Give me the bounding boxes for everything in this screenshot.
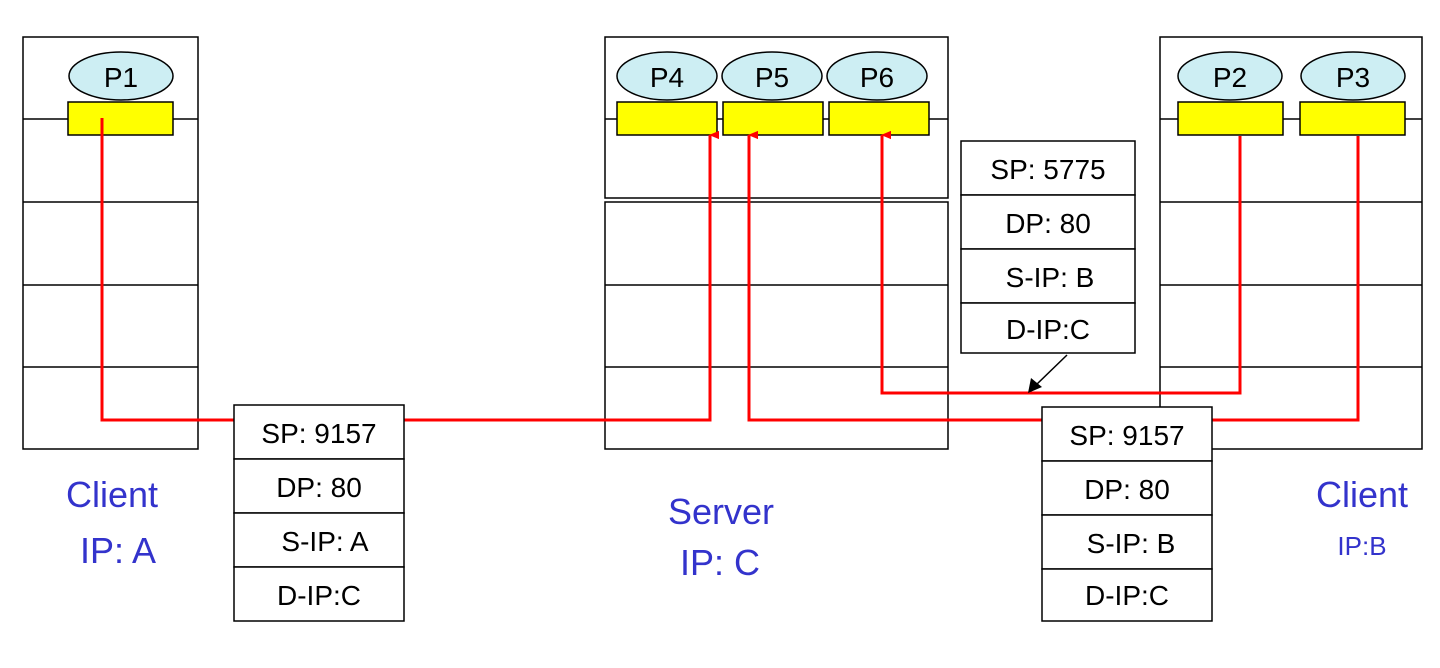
source-port-label: SP: 9157 (1069, 420, 1184, 451)
server-ip-label: IP: C (680, 542, 760, 583)
socket-p1 (67, 101, 174, 136)
segment-header-row (1041, 406, 1213, 462)
process-p4 (616, 51, 718, 101)
segment-header-row (1041, 514, 1213, 570)
segment-header-row (960, 194, 1136, 250)
segment-from-a: SP: 9157 DP: 80 S-IP: A D-IP:C (233, 404, 405, 622)
client-b-ip-label: IP:B (1337, 531, 1386, 561)
client-b-host: P2 P3 (1159, 36, 1423, 450)
client-a-host: P1 (22, 36, 199, 450)
source-ip-label: S-IP: B (1006, 262, 1095, 293)
segment-header-row (233, 512, 405, 568)
segment-header-row (960, 302, 1136, 354)
process-p2 (1177, 51, 1283, 101)
dest-ip-label: D-IP:C (1085, 580, 1169, 611)
segment-from-b-p2: SP: 5775 DP: 80 S-IP: B D-IP:C (960, 140, 1136, 354)
path-p1-to-p4 (100, 118, 710, 422)
dest-port-label: DP: 80 (1084, 474, 1170, 505)
dest-port-label: DP: 80 (1005, 208, 1091, 239)
socket-p5 (722, 101, 824, 136)
segment-header-row (960, 248, 1136, 304)
segment-header-row (1041, 568, 1213, 622)
process-p2-label: P2 (1213, 62, 1247, 93)
socket-p2 (1177, 101, 1284, 136)
process-p4-label: P4 (650, 62, 684, 93)
header-pointer-arrow (1028, 354, 1068, 393)
server-c-host: P4 P5 P6 (604, 36, 949, 450)
segment-header-row (233, 566, 405, 622)
process-p6 (826, 51, 928, 101)
socket-p6 (828, 101, 930, 136)
client-a-label: Client (66, 474, 158, 515)
source-port-label: SP: 9157 (261, 418, 376, 449)
socket-p3 (1299, 101, 1406, 136)
process-p3 (1300, 51, 1406, 101)
client-b-box (1159, 36, 1423, 450)
dest-ip-label: D-IP:C (277, 580, 361, 611)
segment-header-row (1041, 460, 1213, 516)
source-ip-label: S-IP: A (281, 526, 368, 557)
source-port-label: SP: 5775 (990, 154, 1105, 185)
dest-port-label: DP: 80 (276, 472, 362, 503)
server-lower-box (604, 201, 949, 450)
socket-p4 (616, 101, 718, 136)
server-label: Server (668, 491, 774, 532)
client-b-label: Client (1316, 474, 1408, 515)
segment-header-row (233, 458, 405, 514)
process-p1 (68, 51, 174, 101)
process-p5-label: P5 (755, 62, 789, 93)
process-p3-label: P3 (1336, 62, 1370, 93)
dest-ip-label: D-IP:C (1006, 314, 1090, 345)
segment-from-b-p3: SP: 9157 DP: 80 S-IP: B D-IP:C (1041, 406, 1213, 622)
path-p2-to-p6 (880, 135, 1242, 395)
process-p1-label: P1 (104, 62, 138, 93)
process-p6-label: P6 (860, 62, 894, 93)
source-ip-label: S-IP: B (1087, 528, 1176, 559)
segment-header-row (960, 140, 1136, 196)
client-a-ip-label: IP: A (80, 530, 156, 571)
process-p5 (721, 51, 823, 101)
